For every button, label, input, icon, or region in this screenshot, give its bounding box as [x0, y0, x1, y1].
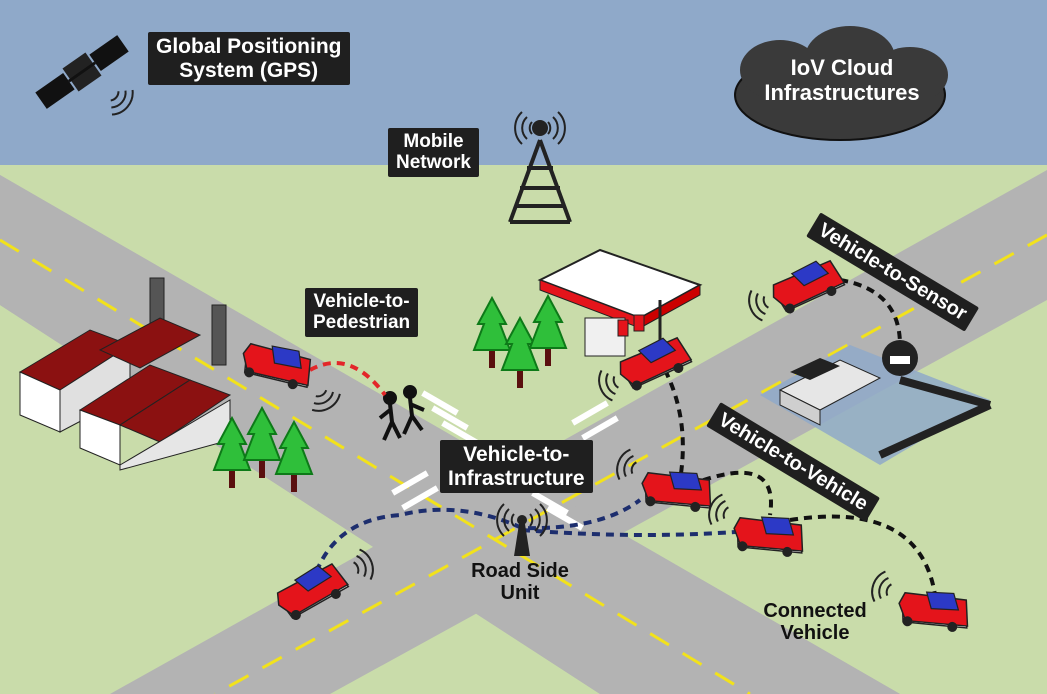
- v2i-link: [310, 498, 642, 586]
- lane-line-1: [0, 238, 751, 694]
- v2p-link: [309, 361, 387, 397]
- cell-tower-icon: [508, 120, 572, 224]
- v2i-label: Vehicle-to- Infrastructure: [440, 440, 593, 494]
- rsu-label: Road Side Unit: [471, 560, 569, 605]
- v2p-label: Vehicle-to- Pedestrian: [305, 288, 419, 337]
- v2s-link: [839, 278, 902, 346]
- connected-vehicle-label: Connected Vehicle: [763, 600, 867, 645]
- v2v-link-3: [789, 514, 937, 596]
- factory-icon: [18, 277, 232, 471]
- v2v-link-1: [663, 369, 685, 481]
- road-diagonal-up: [110, 170, 1047, 694]
- v2v-link-2: [689, 470, 773, 516]
- cloud-label: IoV Cloud Infrastructures: [764, 55, 920, 105]
- satellite-icon: [35, 35, 129, 109]
- sensor-building-icon: [760, 345, 992, 465]
- sensor-icon: [882, 340, 918, 376]
- gps-label: Global Positioning System (GPS): [148, 32, 350, 86]
- pedestrian-icon: [378, 385, 425, 441]
- mobile-network-label: Mobile Network: [388, 128, 479, 177]
- cloud-icon: [734, 26, 948, 141]
- crosswalk-stripes: [391, 390, 619, 531]
- gas-station-icon: [537, 248, 703, 357]
- lane-line-2: [214, 233, 1047, 694]
- v2i-link-2: [521, 528, 761, 537]
- rsu-antenna-icon: [514, 515, 530, 556]
